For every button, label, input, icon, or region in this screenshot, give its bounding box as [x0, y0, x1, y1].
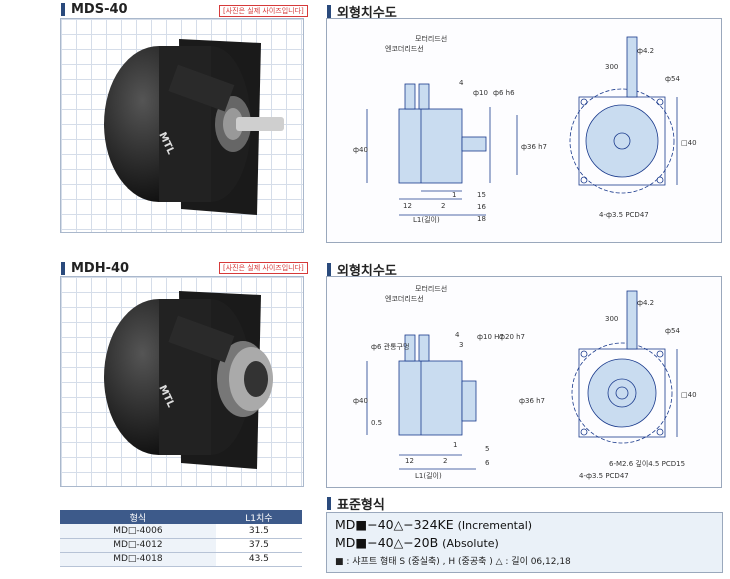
model-cell: MD□-4012 — [60, 538, 216, 553]
dim-label: 4-ф3.5 PCD47 — [579, 472, 629, 480]
title-bar — [327, 5, 331, 18]
table-row: MD□-4018 43.5 — [60, 552, 302, 567]
l1-cell: 43.5 — [215, 552, 302, 567]
dim-label: ф54 — [665, 75, 680, 83]
dim-label: □40 — [681, 391, 697, 399]
dim-label: 4-ф3.5 PCD47 — [599, 211, 649, 219]
drawing-svg-1: 모터리드선 엔코더리드선 ф40 4 ф10 ф6 h6 ф36 h7 1 2 … — [353, 34, 697, 224]
product-title-mdh: MDH-40 — [61, 261, 129, 276]
dim-label: 3 — [459, 341, 463, 349]
col-header-model: 형식 — [60, 510, 216, 524]
dim-label: 0.5 — [371, 419, 382, 427]
dim-label: ф6 h6 — [493, 89, 515, 97]
drawing-title-1: 외형치수도 — [327, 2, 397, 21]
dim-label: 2 — [443, 457, 447, 465]
drawing-title: 외형치수도 — [337, 6, 397, 21]
dim-label: □40 — [681, 139, 697, 147]
product-photo-mds: MTL — [60, 18, 304, 233]
standard-title-text: 표준형식 — [337, 498, 385, 513]
dim-label: L1(길이) — [413, 215, 440, 224]
table-header-row: 형식 L1치수 — [60, 510, 302, 524]
model-code: MD■−40△−324KE — [335, 517, 454, 532]
photo-note: [사진은 실제 사이즈입니다] — [219, 262, 308, 274]
dim-label: 5 — [485, 445, 489, 453]
drawing-title: 외형치수도 — [337, 264, 397, 279]
model-incremental: MD■−40△−324KE (Incremental) — [335, 516, 714, 534]
dim-label: ф20 h7 — [499, 333, 525, 341]
dim-label: ф4.2 — [637, 47, 654, 55]
dim-label: 엔코더리드선 — [385, 294, 424, 303]
dim-label: 4 — [455, 331, 460, 339]
model-type: (Incremental) — [457, 519, 533, 532]
motor-photo-mds: MTL — [104, 39, 284, 215]
model-cell: MD□-4006 — [60, 524, 216, 539]
title-bar — [327, 263, 331, 276]
dim-label: ф36 h7 — [521, 143, 547, 151]
drawing-title-2: 외형치수도 — [327, 260, 397, 279]
dim-label: 16 — [477, 203, 486, 211]
spec-table: 형식 L1치수 MD□-4006 31.5 MD□-4012 37.5 MD□-… — [60, 510, 302, 567]
product-photo-mdh: MTL — [60, 276, 304, 487]
col-header-l1: L1치수 — [215, 510, 302, 524]
drawing-svg-2: 모터리드선 엔코더리드선 ф40 ф6 관통구멍 4 3 ф10 H7 ф20 … — [353, 284, 697, 480]
dim-label: 4 — [459, 79, 464, 87]
dim-label: 2 — [441, 202, 445, 210]
title-bar — [327, 497, 331, 510]
dim-label: 18 — [477, 215, 486, 223]
table-row: MD□-4012 37.5 — [60, 538, 302, 553]
dim-label: 모터리드선 — [415, 284, 447, 293]
dim-label: 1 — [453, 441, 457, 449]
product-title-mds: MDS-40 — [61, 2, 128, 17]
dim-label: 모터리드선 — [415, 34, 447, 43]
dim-label: 300 — [605, 315, 618, 323]
model-note: ■ : 샤프트 형태 S (중실축) , H (중공축 ) △ : 길이 06,… — [335, 557, 571, 567]
model-code: MD■−40△−20B — [335, 535, 439, 550]
dim-label: ф10 H7 — [477, 333, 504, 341]
motor-photo-mdh: MTL — [104, 291, 273, 469]
dim-label: ф40 — [353, 397, 368, 405]
dim-label: ф40 — [353, 146, 368, 154]
dim-label: ф10 — [473, 89, 488, 97]
model-cell: MD□-4018 — [60, 552, 216, 567]
model-absolute: MD■−40△−20B (Absolute) — [335, 534, 714, 552]
dimension-drawing-1: 모터리드선 엔코더리드선 ф40 4 ф10 ф6 h6 ф36 h7 1 2 … — [326, 18, 722, 243]
dim-label: 6-M2.6 깊이4.5 PCD15 — [609, 459, 685, 468]
dim-label: ф4.2 — [637, 299, 654, 307]
dim-label: 12 — [403, 202, 412, 210]
table-row: MD□-4006 31.5 — [60, 524, 302, 539]
dim-label: 300 — [605, 63, 618, 71]
dim-label: ф6 관통구멍 — [371, 342, 409, 351]
standard-title: 표준형식 — [327, 494, 385, 513]
dim-label: 1 — [452, 191, 456, 199]
dim-label: 엔코더리드선 — [385, 44, 424, 53]
dim-label: 12 — [405, 457, 414, 465]
model-type: (Absolute) — [442, 537, 499, 550]
title-bar — [61, 262, 65, 275]
l1-cell: 31.5 — [215, 524, 302, 539]
title-bar — [61, 3, 65, 16]
product-name: MDS-40 — [71, 2, 128, 17]
dim-label: ф54 — [665, 327, 680, 335]
dim-label: L1(길이) — [415, 471, 442, 480]
standard-model-box: MD■−40△−324KE (Incremental) MD■−40△−20B … — [326, 512, 723, 573]
photo-note: [사진은 실제 사이즈입니다] — [219, 5, 308, 17]
dimension-drawing-2: 모터리드선 엔코더리드선 ф40 ф6 관통구멍 4 3 ф10 H7 ф20 … — [326, 276, 722, 488]
dim-label: 6 — [485, 459, 490, 467]
l1-cell: 37.5 — [215, 538, 302, 553]
dim-label: 15 — [477, 191, 486, 199]
product-name: MDH-40 — [71, 261, 130, 276]
dim-label: ф36 h7 — [519, 397, 545, 405]
